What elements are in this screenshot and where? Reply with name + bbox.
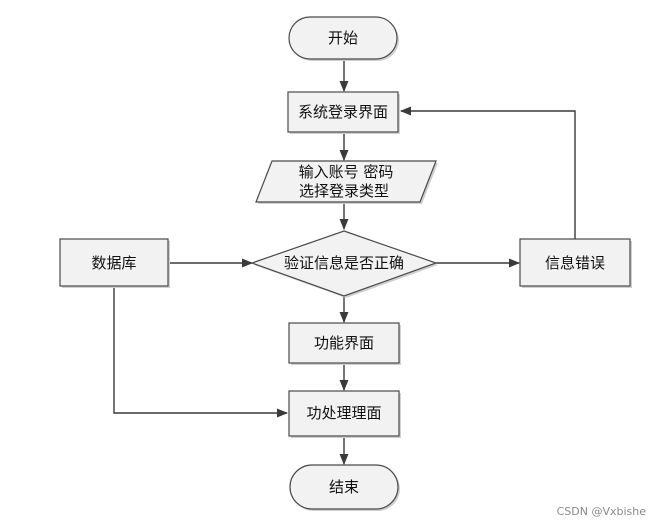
- login-label: 系统登录界面: [298, 103, 388, 121]
- end-label: 结束: [329, 478, 359, 496]
- error-label: 信息错误: [545, 254, 605, 272]
- input-label-line2: 选择登录类型: [299, 182, 389, 200]
- login-node: 系统登录界面: [287, 91, 400, 134]
- process-node: 功处理理面: [288, 390, 401, 438]
- edge-db-process: [113, 287, 289, 418]
- error-node: 信息错误: [519, 238, 632, 288]
- input-node: 输入账号 密码 选择登录类型: [255, 160, 438, 204]
- database-node: 数据库: [59, 238, 170, 288]
- start-node: 开始: [288, 16, 399, 61]
- start-label: 开始: [328, 29, 358, 47]
- end-node: 结束: [289, 464, 400, 511]
- edges: [113, 60, 576, 466]
- function-node: 功能界面: [288, 322, 401, 365]
- function-label: 功能界面: [314, 334, 374, 352]
- process-label: 功处理理面: [306, 404, 381, 422]
- input-label-line1: 输入账号 密码: [299, 163, 394, 181]
- verify-label: 验证信息是否正确: [284, 254, 404, 272]
- verify-node: 验证信息是否正确: [250, 230, 438, 298]
- watermark: CSDN @Vxbishe: [557, 505, 647, 518]
- edge-error-login: [399, 106, 576, 239]
- database-label: 数据库: [91, 254, 136, 272]
